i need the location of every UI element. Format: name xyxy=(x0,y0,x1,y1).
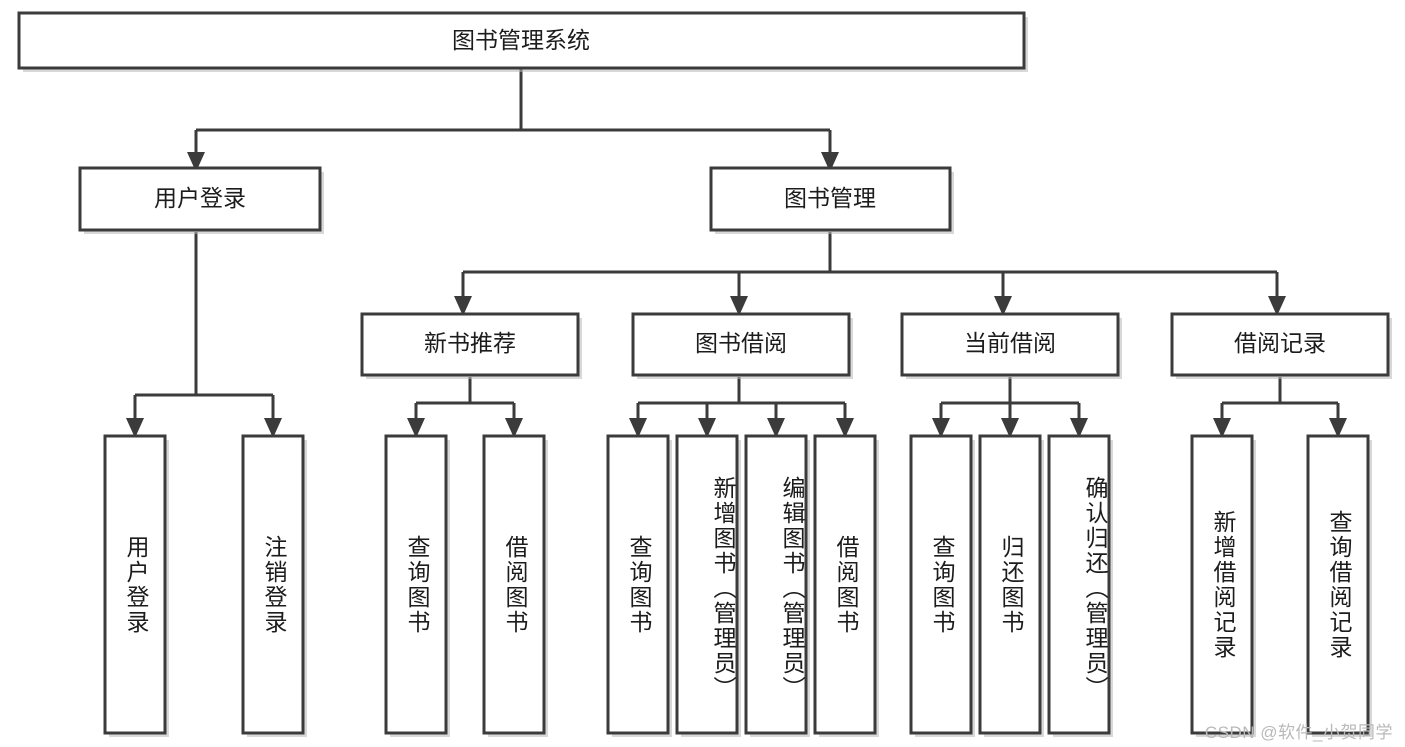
node-book-borrow[interactable] xyxy=(631,312,851,377)
node-leaf-current-borrow-3[interactable] xyxy=(1047,434,1111,735)
watermark-text: CSDN @软件_小贺同学 xyxy=(1204,723,1393,742)
root-label: 图书管理系统 xyxy=(452,27,590,53)
node-leaf-new-book-1[interactable] xyxy=(384,434,448,735)
book-borrow-label: 图书借阅 xyxy=(695,330,787,356)
node-leaf-borrow-record-2[interactable] xyxy=(1306,434,1370,735)
node-leaf-borrow-record-1[interactable] xyxy=(1190,434,1254,735)
new-book-label: 新书推荐 xyxy=(424,330,516,356)
node-leaf-book-borrow-4[interactable] xyxy=(813,434,877,735)
node-new-book[interactable] xyxy=(360,312,580,377)
node-current-borrow[interactable] xyxy=(900,312,1120,377)
node-root[interactable] xyxy=(17,11,1026,70)
borrow-record-label: 借阅记录 xyxy=(1234,330,1326,356)
node-user-login[interactable] xyxy=(78,166,322,232)
connector-layer xyxy=(133,68,1340,418)
node-leaf-user-login-1[interactable] xyxy=(103,434,167,735)
node-leaf-current-borrow-1[interactable] xyxy=(909,434,973,735)
node-leaf-current-borrow-2[interactable] xyxy=(978,434,1042,735)
node-leaf-book-borrow-2[interactable] xyxy=(675,434,739,735)
current-borrow-label: 当前借阅 xyxy=(964,330,1056,356)
node-borrow-record[interactable] xyxy=(1170,312,1390,377)
node-leaf-book-borrow-1[interactable] xyxy=(606,434,670,735)
book-manage-label: 图书管理 xyxy=(784,185,876,211)
node-leaf-new-book-2[interactable] xyxy=(482,434,546,735)
node-layer: 图书管理系统 用户登录 图书管理 新书推荐 图书借阅 当前借阅 借阅记录 xyxy=(17,11,1392,737)
node-leaf-user-login-2[interactable] xyxy=(241,434,305,735)
user-login-label: 用户登录 xyxy=(154,185,246,211)
node-book-manage[interactable] xyxy=(709,166,952,232)
node-leaf-book-borrow-3[interactable] xyxy=(744,434,808,735)
